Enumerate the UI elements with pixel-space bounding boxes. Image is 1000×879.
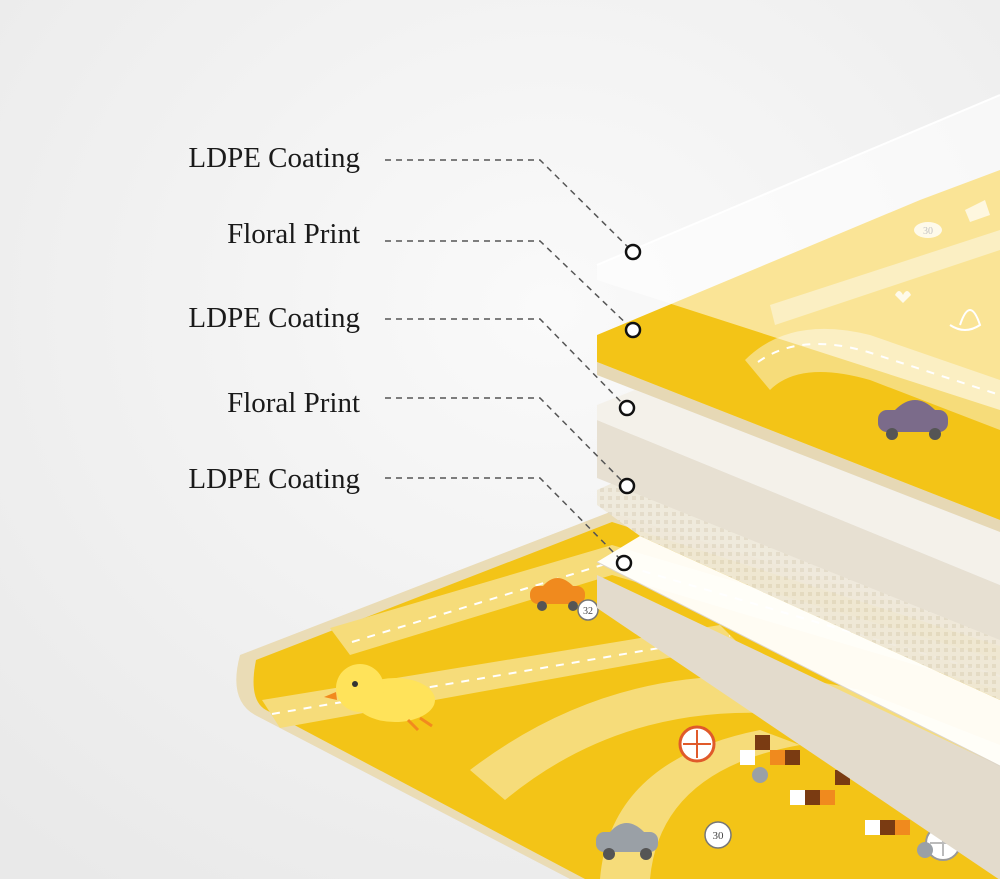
car-grey bbox=[596, 823, 658, 860]
car-purple bbox=[878, 400, 948, 440]
leader-line-4 bbox=[385, 397, 628, 487]
layer-marker-3 bbox=[618, 399, 636, 417]
layer-label-2: Floral Print bbox=[227, 218, 360, 250]
layer-marker-5 bbox=[615, 554, 633, 572]
layer-4-texture bbox=[597, 462, 1000, 700]
layer-3-foam bbox=[597, 380, 1000, 640]
leader-line-1 bbox=[385, 159, 634, 253]
leader-line-2 bbox=[385, 240, 634, 331]
car-orange bbox=[530, 578, 585, 611]
speed-sign-30: 30 bbox=[704, 821, 732, 849]
speed-sign-32-text: 32 bbox=[583, 606, 593, 617]
layer-marker-2 bbox=[624, 321, 642, 339]
road-top bbox=[330, 545, 1000, 690]
layer-marker-1 bbox=[624, 243, 642, 261]
leader-line-3 bbox=[385, 318, 628, 409]
speed-sign-30-text: 30 bbox=[713, 830, 725, 842]
duck-illustration bbox=[324, 664, 435, 732]
layer-marker-4 bbox=[618, 477, 636, 495]
speed-sign-32: 32 bbox=[577, 599, 599, 621]
layer-label-1: LDPE Coating bbox=[188, 142, 360, 174]
layer-label-4: Floral Print bbox=[227, 387, 360, 419]
layer-1-film bbox=[596, 94, 1000, 410]
layer-5-film bbox=[596, 536, 1000, 879]
leader-lines bbox=[385, 159, 634, 564]
leader-line-5 bbox=[385, 477, 625, 564]
layer-label-3: LDPE Coating bbox=[188, 302, 360, 334]
layer-label-5: LDPE Coating bbox=[188, 463, 360, 495]
no-entry-sign bbox=[678, 725, 716, 763]
